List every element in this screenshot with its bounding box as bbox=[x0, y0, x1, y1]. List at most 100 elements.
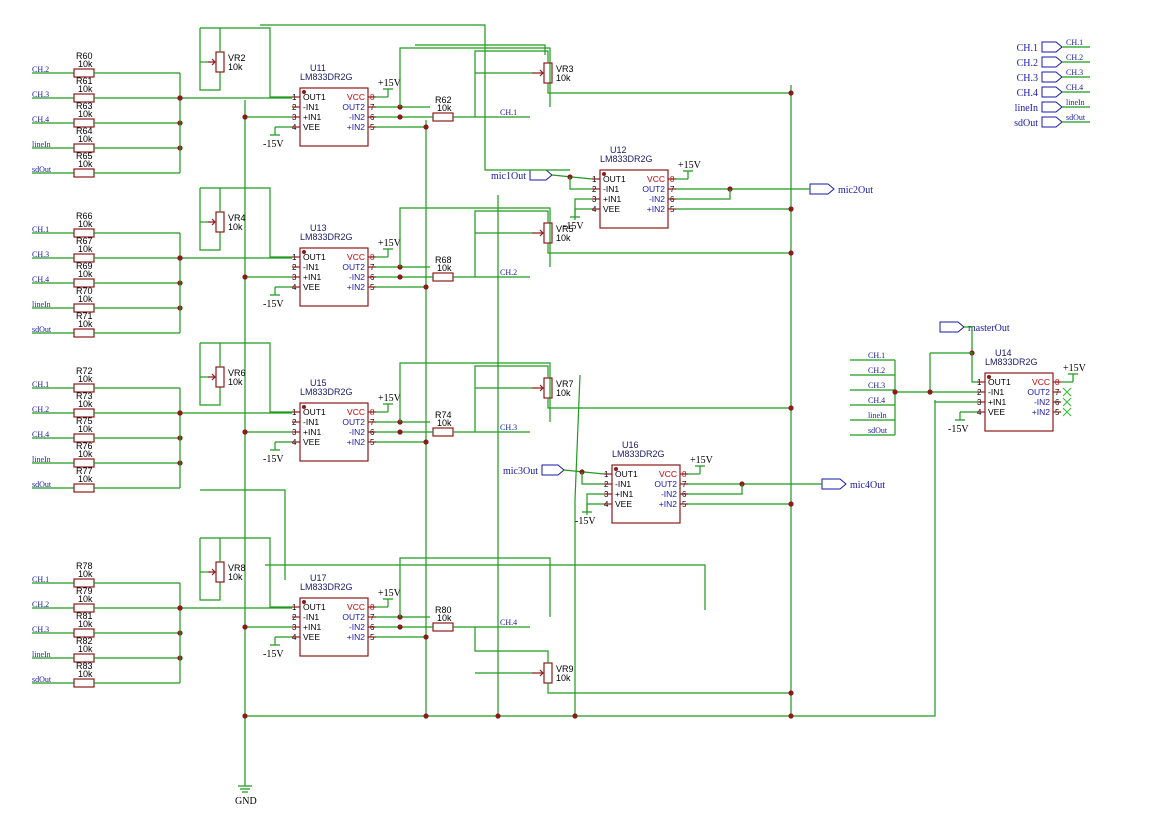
resistor-value: 10k bbox=[78, 569, 93, 579]
port-wire bbox=[581, 472, 604, 485]
port-shape bbox=[1041, 101, 1063, 113]
resistor-value: 10k bbox=[78, 109, 93, 119]
resistor-ref: R61 bbox=[76, 76, 93, 86]
junction-dot bbox=[572, 713, 578, 719]
no-connect-marker bbox=[1062, 407, 1072, 417]
feedback-wire bbox=[399, 557, 551, 617]
pin-name: VCC bbox=[1032, 377, 1050, 387]
opamp-part: LM833DR2G bbox=[300, 232, 353, 242]
opamp-part: LM833DR2G bbox=[985, 357, 1038, 367]
resistor-body bbox=[432, 622, 454, 632]
resistor-value: 10k bbox=[78, 269, 93, 279]
pin-name: -IN1 bbox=[303, 612, 319, 622]
junction-dot bbox=[177, 95, 183, 101]
pin1-marker bbox=[302, 250, 306, 254]
master-input-label: lineIn bbox=[868, 411, 887, 420]
vcc-label: +15V bbox=[378, 238, 402, 249]
vcc-symbol bbox=[383, 403, 393, 412]
pot-wiper bbox=[532, 669, 544, 677]
feedback-wire bbox=[399, 47, 551, 107]
feedback-wire bbox=[399, 362, 551, 422]
resistor-value: 10k bbox=[437, 613, 452, 623]
pot-ref: VR5 bbox=[556, 224, 574, 234]
resistor-value: 10k bbox=[78, 669, 93, 679]
port-label: masterOut bbox=[968, 323, 1010, 334]
resistor-body bbox=[73, 483, 95, 493]
port-shape bbox=[529, 169, 553, 181]
input-net-label: lineIn bbox=[32, 140, 51, 149]
pot-wire bbox=[474, 50, 549, 117]
opamp-ref: U17 bbox=[310, 573, 327, 583]
pin-name: +IN2 bbox=[1032, 407, 1050, 417]
pin-name: +IN1 bbox=[988, 397, 1006, 407]
vcc-symbol bbox=[683, 170, 693, 179]
resistor-ref: R76 bbox=[76, 441, 93, 451]
input-net-label: CH.3 bbox=[32, 625, 49, 634]
pin-name: OUT2 bbox=[342, 612, 365, 622]
output-net-label: CH.1 bbox=[500, 108, 517, 117]
output-port: mic2Out bbox=[809, 183, 873, 196]
no-connect-marker bbox=[1062, 387, 1072, 397]
input-net-label: CH.1 bbox=[32, 380, 49, 389]
vee-symbol bbox=[270, 127, 280, 136]
port-label: mic2Out bbox=[838, 185, 873, 196]
pin1-marker bbox=[602, 172, 606, 176]
feedback-wire bbox=[399, 207, 551, 267]
master-input-label: CH.1 bbox=[868, 351, 885, 360]
resistor-value: 10k bbox=[437, 103, 452, 113]
resistor-ref: R67 bbox=[76, 236, 93, 246]
resistor-value: 10k bbox=[78, 594, 93, 604]
junction-dot bbox=[242, 713, 248, 719]
pin-name: OUT1 bbox=[615, 469, 638, 479]
master-input-label: sdOut bbox=[868, 426, 888, 435]
vee-label: -15V bbox=[263, 649, 284, 660]
junction-dot bbox=[788, 713, 794, 719]
resistor-ref: R72 bbox=[76, 366, 93, 376]
port-label: mic1Out bbox=[491, 171, 526, 182]
resistor-value: 10k bbox=[78, 219, 93, 229]
pot-value: 10k bbox=[228, 222, 243, 232]
resistor-value: 10k bbox=[78, 449, 93, 459]
global-port: CH.1CH.1 bbox=[1017, 38, 1090, 54]
pin-name: OUT1 bbox=[303, 407, 326, 417]
pin-name: OUT2 bbox=[342, 102, 365, 112]
input-net-label: CH.4 bbox=[32, 115, 49, 124]
vee-label: -15V bbox=[563, 221, 584, 232]
junction-dot bbox=[242, 274, 248, 280]
resistor-value: 10k bbox=[78, 374, 93, 384]
global-port-net: CH.4 bbox=[1066, 83, 1083, 92]
pin-name: VCC bbox=[347, 602, 365, 612]
pin-name: VCC bbox=[659, 469, 677, 479]
gnd-label: GND bbox=[235, 796, 257, 807]
pin-name: -IN1 bbox=[988, 387, 1004, 397]
port-shape bbox=[1041, 71, 1063, 83]
pin-name: OUT1 bbox=[303, 92, 326, 102]
pin-name: OUT2 bbox=[642, 184, 665, 194]
resistor-ref: R68 bbox=[435, 255, 452, 265]
vee-symbol bbox=[270, 442, 280, 451]
resistor-ref: R77 bbox=[76, 466, 93, 476]
input-net-label: CH.2 bbox=[32, 65, 49, 74]
resistor-value: 10k bbox=[437, 418, 452, 428]
output-net-label: CH.2 bbox=[500, 268, 517, 277]
junction-dot bbox=[423, 124, 429, 130]
pot-wire bbox=[199, 28, 221, 91]
resistor-ref: R74 bbox=[435, 410, 452, 420]
vee-label: -15V bbox=[263, 454, 284, 465]
vcc-label: +15V bbox=[1063, 363, 1087, 374]
